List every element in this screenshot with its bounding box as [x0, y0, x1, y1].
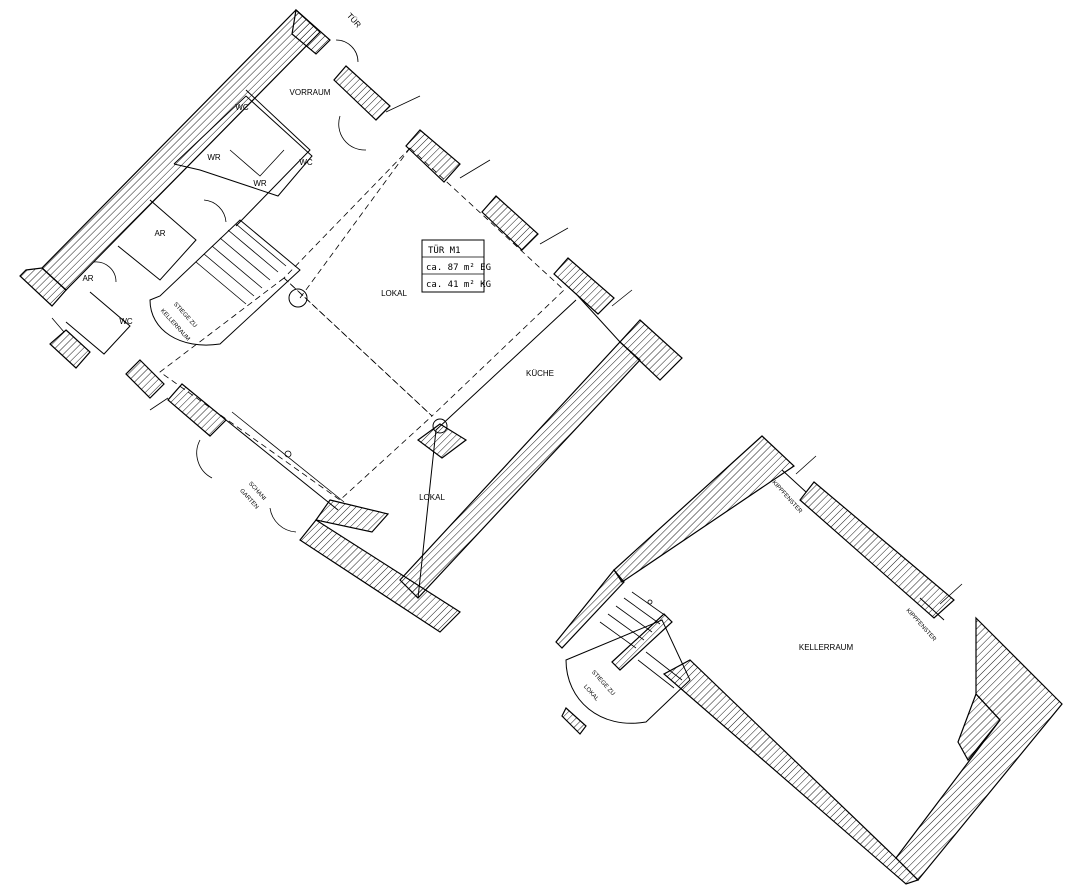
cellar-wall-top-left: [613, 435, 795, 583]
cellar-stair-wall: [555, 569, 625, 649]
apartment-info-box: TÜR M1 ca. 87 m² EG ca. 41 m² KG: [421, 239, 491, 293]
room-label-ar-lower: AR: [82, 274, 93, 283]
ar-partition: [117, 199, 197, 281]
street-wall-1: [405, 129, 461, 183]
street-wall-2: [481, 195, 539, 251]
room-label-lokal-lower: LOKAL: [419, 493, 445, 502]
room-label-wr-left: WR: [207, 153, 221, 162]
ceiling-outline: [283, 147, 565, 417]
info-door-number: TÜR M1: [428, 245, 461, 256]
outer-wall-left: [41, 9, 321, 291]
pillar: [416, 423, 468, 459]
stair-to-cellar: [149, 219, 301, 346]
ground-floor-plan: [19, 8, 683, 633]
room-label-wr-right: WR: [253, 179, 267, 188]
info-area-eg: ca. 87 m² EG: [426, 263, 491, 273]
outer-wall-left-end: [19, 267, 67, 307]
room-label-kellerraum: KELLERRAUM: [799, 643, 854, 652]
cellar-wall-bottom: [662, 659, 920, 885]
room-label-kueche: KÜCHE: [526, 369, 554, 378]
room-label-wc-top: WC: [235, 103, 249, 112]
room-label-ar-upper: AR: [154, 229, 165, 238]
cellar-wall-right: [895, 616, 1063, 881]
door-label: TÜR: [345, 11, 363, 29]
garden-wall-right: [314, 499, 390, 533]
lower-left-wall-2: [125, 359, 165, 399]
wc-block: [173, 95, 313, 197]
garden-wall-left: [167, 383, 227, 437]
cellar-stair-label-line2: LOKAL: [582, 684, 600, 703]
cellar-stair-foot: [561, 707, 587, 735]
garden-glazing: [225, 419, 339, 511]
street-wall-3: [553, 257, 615, 315]
room-label-wc-lower: WC: [119, 317, 133, 326]
entry-wall-right: [333, 65, 391, 121]
column-circle: [288, 288, 308, 308]
cellar-stair: [565, 591, 691, 724]
cellar-wall-right-inner: [957, 692, 1001, 762]
info-area-kg: ca. 41 m² KG: [426, 280, 491, 290]
kitchen-partition: [417, 299, 577, 599]
cellar-wall-top-right: [799, 481, 955, 619]
cellar-stair-inner: [611, 613, 673, 671]
vorraum-partition: [235, 89, 311, 227]
room-label-wc-right: WC: [299, 158, 313, 167]
entry-wall-top: [291, 8, 331, 55]
street-wall-corner: [619, 319, 683, 381]
cellar-plan: [555, 435, 1063, 885]
room-label-vorraum: VORRAUM: [290, 88, 331, 97]
room-label-lokal-main: LOKAL: [381, 289, 407, 298]
lower-left-wall: [49, 329, 91, 369]
kitchen-outer-wall: [399, 341, 641, 599]
entry-door-swing: [335, 39, 359, 63]
